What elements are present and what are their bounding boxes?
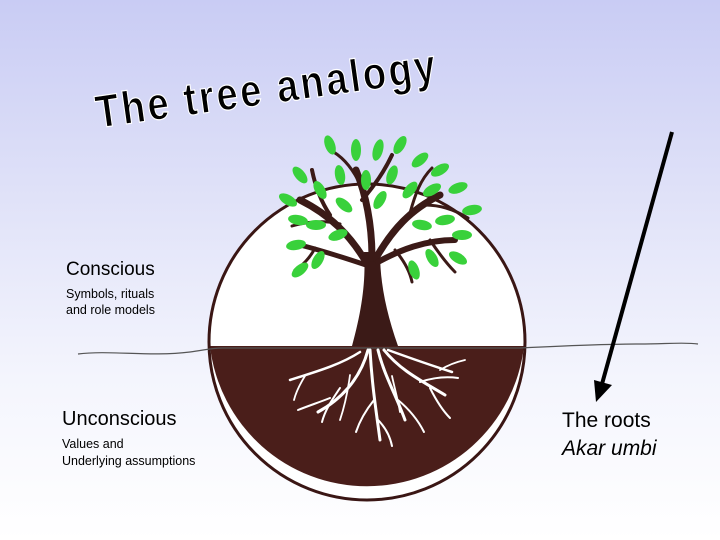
tree-roots bbox=[288, 348, 466, 447]
tree-leaves bbox=[278, 135, 482, 280]
conscious-detail: Symbols, rituals and role models bbox=[66, 287, 155, 317]
ground-line bbox=[77, 342, 699, 355]
roots-translation: Akar umbi bbox=[562, 437, 657, 460]
conscious-heading: Conscious bbox=[66, 259, 155, 280]
diagram-title: The tree analogy bbox=[92, 38, 441, 138]
tree-trunk bbox=[290, 148, 470, 346]
roots-label: The roots bbox=[562, 409, 651, 432]
roots-arrow-shaft bbox=[600, 131, 674, 385]
unconscious-detail: Values and Underlying assumptions bbox=[62, 437, 196, 468]
unconscious-heading: Unconscious bbox=[62, 408, 177, 430]
soil-lower-half bbox=[210, 346, 524, 487]
roots-arrow-head bbox=[594, 380, 612, 402]
